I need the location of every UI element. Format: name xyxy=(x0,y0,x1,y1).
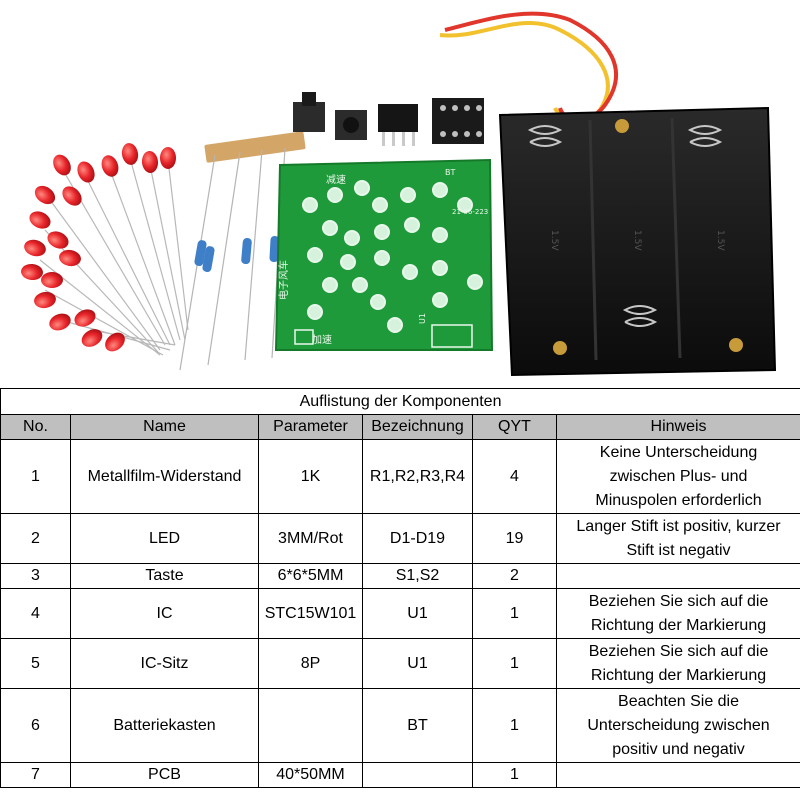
cell-designation xyxy=(362,762,473,788)
note-line: Beachten Sie die xyxy=(618,692,740,710)
note-line: Minuspolen erforderlich xyxy=(595,491,762,509)
cell-designation: D1-D19 xyxy=(362,513,473,564)
table-row: 5 IC-Sitz 8P U1 1 Beziehen Sie sich auf … xyxy=(0,638,800,689)
pcb-label-bt: BT xyxy=(445,168,455,177)
battery-holder: 1.5V 1.5V 1.5V xyxy=(498,106,777,377)
ic-socket xyxy=(432,98,484,144)
cell-quantity: 19 xyxy=(472,513,557,564)
battery-label-2: 1.5V xyxy=(632,230,642,251)
pcb-board: 减速 加速 电子风车 BT U1 21-06-223 xyxy=(274,158,494,351)
cell-name: Batteriekasten xyxy=(70,688,259,763)
note-line: Richtung der Markierung xyxy=(590,616,767,634)
header-parameter: Parameter xyxy=(258,414,363,440)
header-name: Name xyxy=(70,414,259,440)
pcb-label-slow: 减速 xyxy=(326,174,346,186)
header-no: No. xyxy=(0,414,71,440)
cell-note: Keine Unterscheidung zwischen Plus- und … xyxy=(555,439,800,514)
cell-parameter: 40*50MM xyxy=(258,762,363,788)
cell-quantity: 1 xyxy=(472,762,557,788)
component-table: Auflistung der Komponenten No. Name Para… xyxy=(0,388,800,788)
note-line: Beziehen Sie sich auf die xyxy=(588,592,769,610)
table-row: 1 Metallfilm-Widerstand 1K R1,R2,R3,R4 4… xyxy=(0,439,800,514)
cell-no: 6 xyxy=(0,688,71,763)
cell-note xyxy=(555,762,800,788)
cell-quantity: 2 xyxy=(472,563,557,589)
table-row: 6 Batteriekasten BT 1 Beachten Sie die U… xyxy=(0,688,800,763)
cell-designation: S1,S2 xyxy=(362,563,473,589)
cell-name: IC xyxy=(70,588,259,639)
resistor-strip xyxy=(179,131,306,371)
cell-designation: U1 xyxy=(362,638,473,689)
cell-name: IC-Sitz xyxy=(70,638,259,689)
table-header-row: No. Name Parameter Bezeichnung QYT Hinwe… xyxy=(0,414,800,440)
table-row: 2 LED 3MM/Rot D1-D19 19 Langer Stift ist… xyxy=(0,513,800,564)
cell-note: Beachten Sie die Unterscheidung zwischen… xyxy=(555,688,800,763)
pcb-label-date: 21-06-223 xyxy=(452,208,488,216)
table-row: 4 IC STC15W101 U1 1 Beziehen Sie sich au… xyxy=(0,588,800,639)
cell-no: 1 xyxy=(0,439,71,514)
battery-label-1: 1.5V xyxy=(549,230,559,251)
cell-no: 4 xyxy=(0,588,71,639)
cell-designation: BT xyxy=(362,688,473,763)
table-caption: Auflistung der Komponenten xyxy=(0,388,800,415)
pcb-label-u1: U1 xyxy=(418,313,427,324)
cell-no: 5 xyxy=(0,638,71,689)
table-row: 7 PCB 40*50MM 1 xyxy=(0,762,800,788)
cell-parameter: STC15W101 xyxy=(258,588,363,639)
cell-parameter: 1K xyxy=(258,439,363,514)
cell-parameter: 6*6*5MM xyxy=(258,563,363,589)
note-line: Keine Unterscheidung xyxy=(599,443,758,461)
note-line: zwischen Plus- und xyxy=(609,467,748,485)
header-note: Hinweis xyxy=(555,414,800,440)
cell-quantity: 1 xyxy=(472,638,557,689)
cell-note xyxy=(555,563,800,589)
cell-name: PCB xyxy=(70,762,259,788)
cell-name: LED xyxy=(70,513,259,564)
cell-note: Beziehen Sie sich auf die Richtung der M… xyxy=(555,588,800,639)
component-table-wrapper: Auflistung der Komponenten No. Name Para… xyxy=(0,388,800,788)
cell-no: 2 xyxy=(0,513,71,564)
led-cluster xyxy=(21,143,176,352)
note-line: positiv und negativ xyxy=(612,740,745,758)
cell-quantity: 4 xyxy=(472,439,557,514)
cell-parameter: 8P xyxy=(258,638,363,689)
cell-quantity: 1 xyxy=(472,588,557,639)
cell-parameter: 3MM/Rot xyxy=(258,513,363,564)
cell-designation: R1,R2,R3,R4 xyxy=(362,439,473,514)
product-photo: 减速 加速 电子风车 BT U1 21-06-223 1.5V 1.5V 1.5… xyxy=(0,0,800,385)
cell-note: Langer Stift ist positiv, kurzer Stift i… xyxy=(555,513,800,564)
note-line: Richtung der Markierung xyxy=(590,666,767,684)
header-quantity: QYT xyxy=(472,414,557,440)
pcb-board-name: 电子风车 xyxy=(277,260,290,300)
cell-name: Taste xyxy=(70,563,259,589)
pcb-label-fast: 加速 xyxy=(312,334,332,346)
table-row: 3 Taste 6*6*5MM S1,S2 2 xyxy=(0,563,800,589)
cell-no: 7 xyxy=(0,762,71,788)
note-line: Stift ist negativ xyxy=(626,541,731,559)
ic-chip xyxy=(378,104,418,146)
battery-label-3: 1.5V xyxy=(715,230,725,251)
note-line: Langer Stift ist positiv, kurzer xyxy=(576,517,781,535)
note-line: Beziehen Sie sich auf die xyxy=(588,642,769,660)
cell-no: 3 xyxy=(0,563,71,589)
cell-name: Metallfilm-Widerstand xyxy=(70,439,259,514)
cell-quantity: 1 xyxy=(472,688,557,763)
cell-designation: U1 xyxy=(362,588,473,639)
note-line: Unterscheidung zwischen xyxy=(587,716,770,734)
cell-note: Beziehen Sie sich auf die Richtung der M… xyxy=(555,638,800,689)
cell-parameter xyxy=(258,688,363,763)
push-buttons xyxy=(293,92,367,140)
header-designation: Bezeichnung xyxy=(362,414,473,440)
